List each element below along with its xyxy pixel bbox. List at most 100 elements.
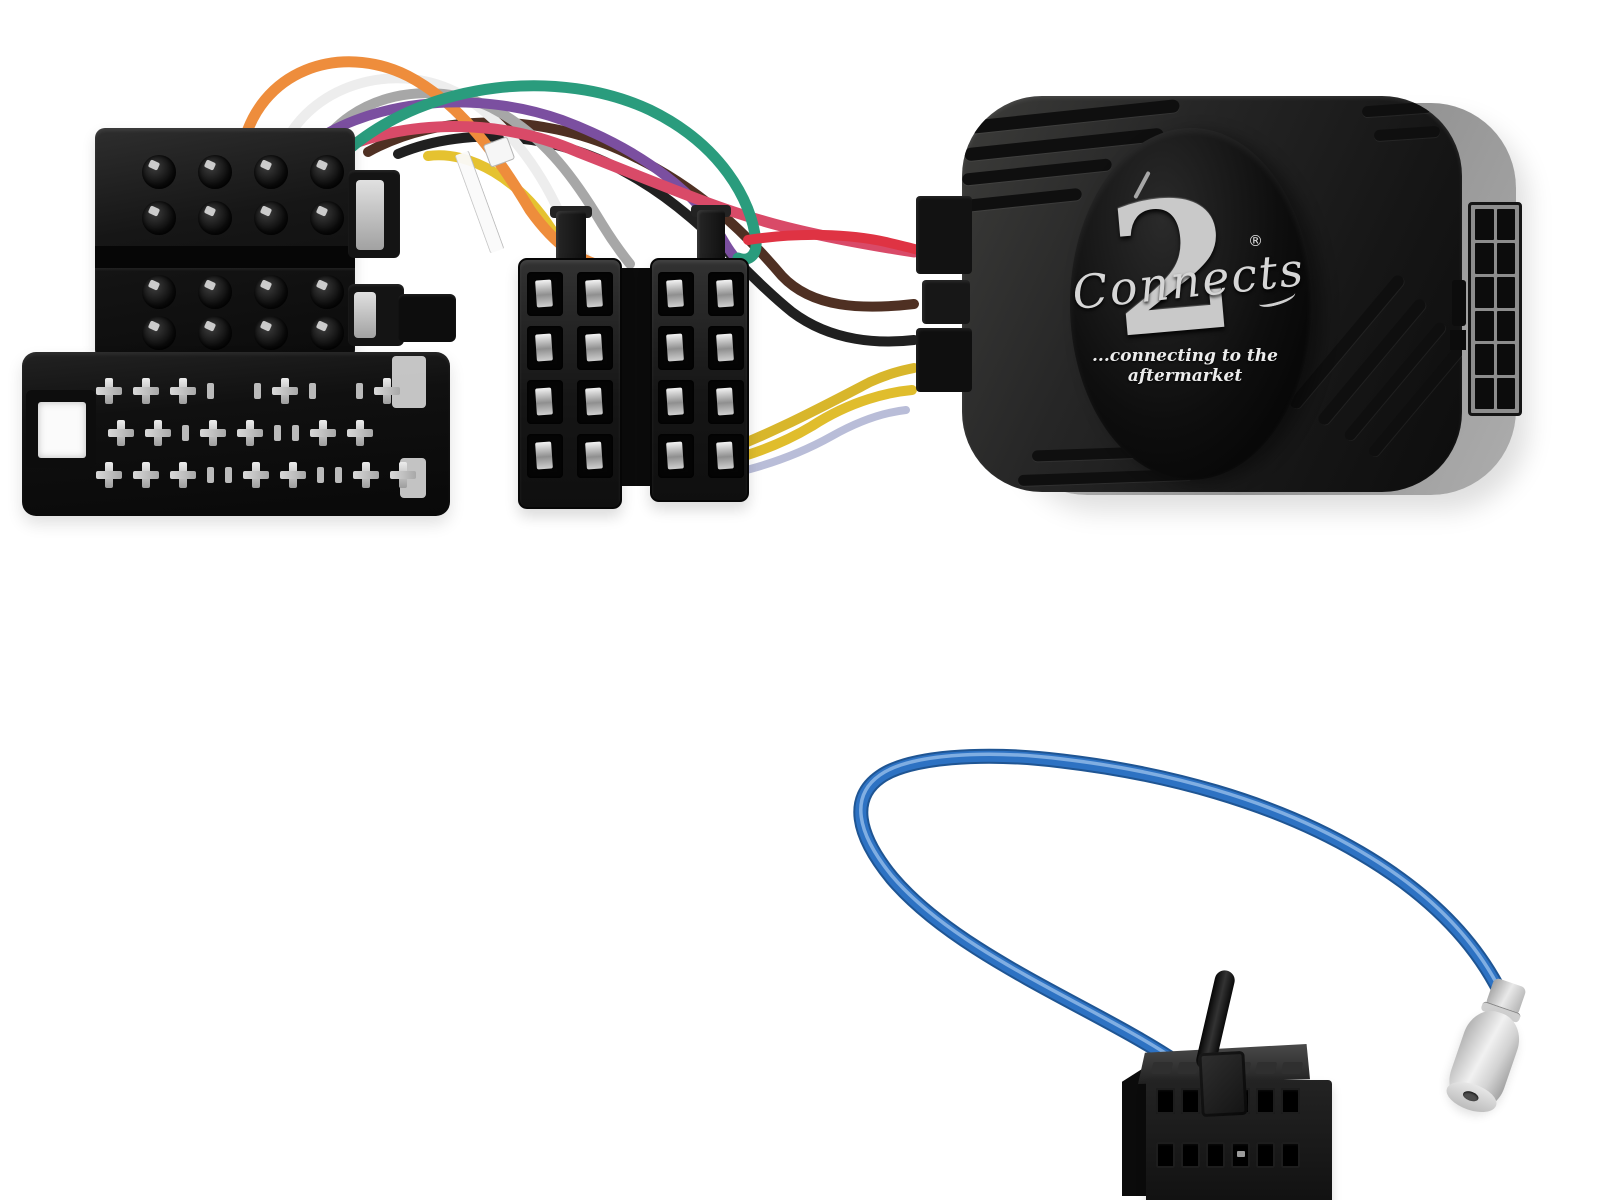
pin-bar xyxy=(309,383,316,399)
antenna-cable-sheen xyxy=(859,752,1506,1062)
socket-slot xyxy=(1496,378,1515,409)
box-body: 2 Connects ® ...connecting to the afterm… xyxy=(962,96,1462,492)
box-harness-plug-bottom xyxy=(916,328,972,392)
brand-tagline: ...connecting to the aftermarket xyxy=(1092,346,1278,386)
plug-tab-clip xyxy=(1198,1050,1248,1118)
pin-cap xyxy=(1280,1062,1304,1074)
cross-pin xyxy=(310,420,336,446)
plug-pin-hole xyxy=(1256,1142,1275,1168)
antenna-cable xyxy=(855,750,1510,1068)
socket-slot xyxy=(1475,242,1494,274)
box-side-socket xyxy=(1468,202,1522,416)
socket-notch xyxy=(1452,280,1466,326)
pin-bar xyxy=(356,383,363,399)
round-pin xyxy=(254,155,288,189)
plug-pin-hole xyxy=(1256,1088,1275,1114)
iso-pin xyxy=(527,326,563,370)
cross-pin xyxy=(353,462,379,488)
socket-slot xyxy=(1475,276,1494,308)
round-pin xyxy=(254,201,288,235)
pin-bar xyxy=(225,467,232,483)
socket-slot xyxy=(1496,276,1515,308)
iso-pin xyxy=(527,434,563,478)
flat-pin-row xyxy=(108,420,373,446)
round-pin xyxy=(198,275,232,309)
pin-bar xyxy=(317,467,324,483)
wire-purple xyxy=(295,97,749,271)
cross-pin xyxy=(272,378,298,404)
cross-pin xyxy=(347,420,373,446)
pin-bar xyxy=(254,383,261,399)
round-pin xyxy=(142,275,176,309)
plug-pin-hole xyxy=(1206,1142,1225,1168)
iso-pin xyxy=(577,434,613,478)
quadlock-latch-top-insert xyxy=(356,180,384,250)
pin-bar xyxy=(335,467,342,483)
round-pin xyxy=(310,201,344,235)
socket-nub xyxy=(1450,330,1466,350)
box-rib xyxy=(962,158,1113,186)
iso-pin xyxy=(577,272,613,316)
round-terminal xyxy=(327,382,345,400)
iso-pin xyxy=(658,272,694,316)
iso-pin xyxy=(658,326,694,370)
cross-pin xyxy=(390,462,416,488)
round-terminal xyxy=(225,382,243,400)
round-pin xyxy=(310,316,344,350)
iso-pin-grid-left xyxy=(527,272,613,478)
iso-pin xyxy=(527,380,563,424)
cross-pin xyxy=(237,420,263,446)
flat-connector-latch-hole xyxy=(38,402,86,458)
box-rib xyxy=(962,187,1083,213)
iso-tab xyxy=(556,211,586,263)
iso-pin xyxy=(708,434,744,478)
plug-pin-hole xyxy=(1281,1088,1300,1114)
iso-pin xyxy=(708,326,744,370)
iso-pin xyxy=(658,434,694,478)
round-pin xyxy=(254,316,288,350)
wire-red xyxy=(743,229,923,255)
round-pin xyxy=(198,155,232,189)
quadlock-pin-row xyxy=(142,201,344,235)
iso-pin xyxy=(577,380,613,424)
plug-pin-hole xyxy=(1181,1088,1200,1114)
iso-tab xyxy=(697,210,725,262)
cross-pin xyxy=(374,378,400,404)
round-pin xyxy=(198,201,232,235)
pin-bar xyxy=(274,425,281,441)
iso-pin-grid-right xyxy=(658,272,744,478)
round-pin xyxy=(142,316,176,350)
plug-pin-hole xyxy=(1156,1088,1175,1114)
box-rib xyxy=(1373,125,1441,142)
round-pin xyxy=(142,201,176,235)
quadlock-pin-row xyxy=(142,275,344,309)
socket-slot xyxy=(1496,242,1515,274)
pin-cap xyxy=(1150,1062,1174,1074)
cross-pin xyxy=(133,462,159,488)
flat-connector-glint xyxy=(392,356,426,408)
plug-pin-hole xyxy=(1281,1142,1300,1168)
iso-pin xyxy=(708,380,744,424)
round-pin xyxy=(254,275,288,309)
quadlock-latch-nub xyxy=(398,294,456,342)
flat-pin-row xyxy=(96,462,416,488)
socket-slot xyxy=(1475,310,1494,342)
cross-pin xyxy=(280,462,306,488)
cross-pin xyxy=(96,378,122,404)
iso-pin xyxy=(658,380,694,424)
wire-teal xyxy=(342,80,762,265)
box-label-oval xyxy=(1070,128,1312,480)
iso-pin xyxy=(527,272,563,316)
socket-slot xyxy=(1475,344,1494,376)
box-harness-plug-top xyxy=(916,196,972,274)
box-harness-plug-mid xyxy=(922,280,970,324)
plug-pin-hole xyxy=(1156,1142,1175,1168)
socket-slot xyxy=(1496,209,1515,240)
registered-trademark: ® xyxy=(1248,232,1263,250)
cross-pin xyxy=(145,420,171,446)
quadlock-pin-row xyxy=(142,155,344,189)
socket-slot xyxy=(1475,378,1494,409)
cross-pin xyxy=(170,462,196,488)
quadlock-latch-bottom-insert xyxy=(354,292,376,338)
